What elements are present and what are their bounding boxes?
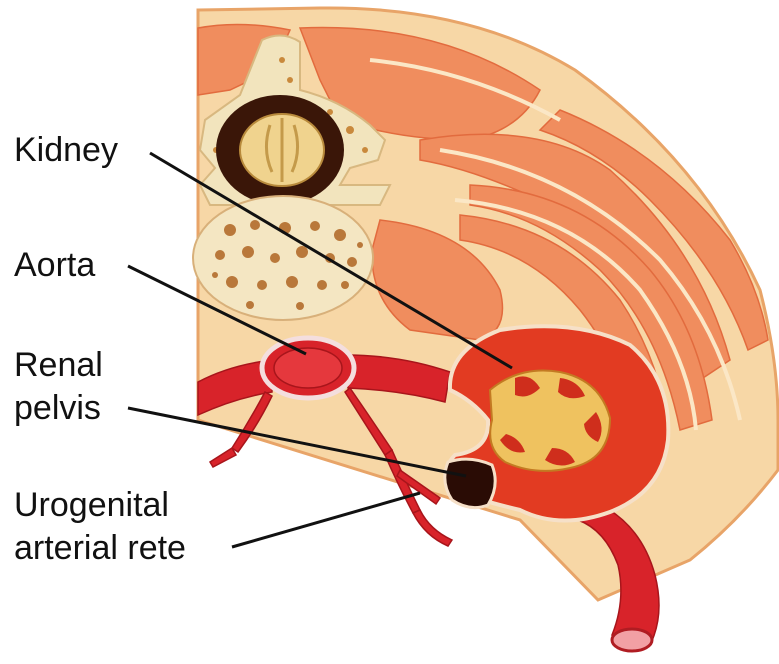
renal-pelvis-cavity (445, 459, 495, 507)
label-renal-pelvis-line2: pelvis (14, 388, 101, 428)
label-renal-pelvis-line1: Renal (14, 345, 103, 385)
urogenital-leader-line (232, 493, 420, 547)
label-aorta: Aorta (14, 245, 95, 285)
vessel-cut-end (612, 629, 652, 651)
label-urogenital-line1: Urogenital (14, 485, 169, 525)
label-kidney: Kidney (14, 130, 118, 170)
aorta (262, 338, 354, 398)
label-urogenital-line2: arterial rete (14, 528, 186, 568)
